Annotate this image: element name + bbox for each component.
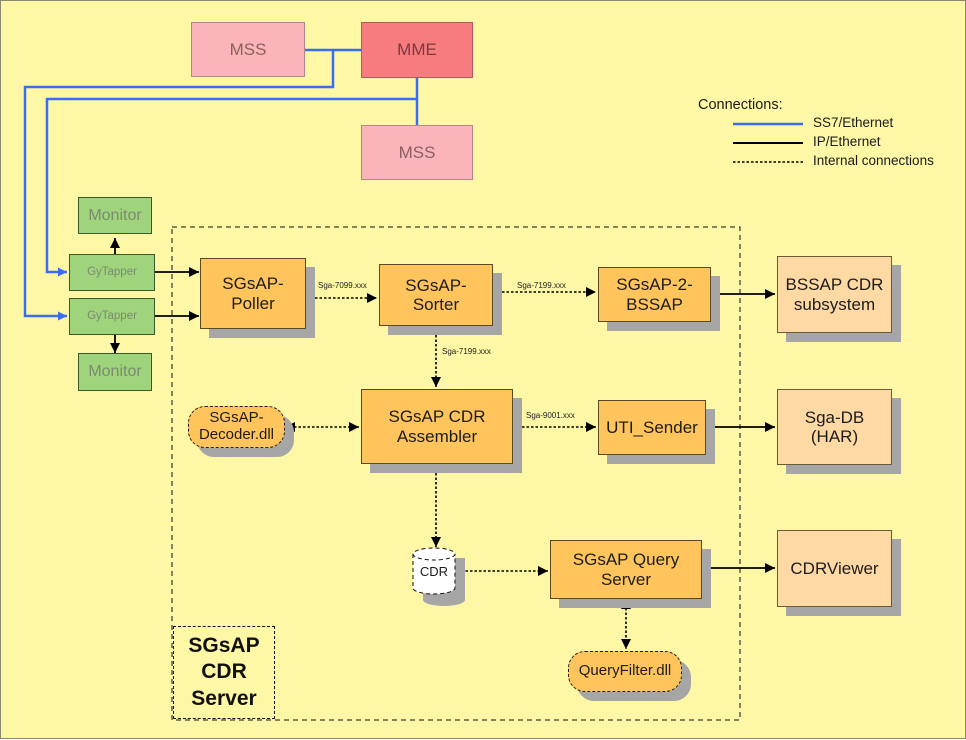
edge-label-poller-sorter: Sga-7099.xxx [318, 281, 367, 290]
edge-label-assembler-uti: Sga-9001.xxx [526, 411, 575, 420]
legend-label-internal: Internal connections [813, 153, 934, 168]
cdr-viewer-node: CDRViewer [777, 530, 892, 607]
sgsap-poller-node: SGsAP- Poller [200, 258, 306, 329]
bssap-cdr-subsystem-node: BSSAP CDR subsystem [777, 256, 892, 333]
monitor-node-top: Monitor [78, 197, 152, 234]
sgsap-2-bssap-node: SGsAP-2- BSSAP [598, 267, 711, 322]
mss-node-right: MSS [361, 125, 473, 180]
gytapper-node-bottom: GyTapper [69, 298, 155, 335]
mss-node-top: MSS [191, 22, 305, 77]
edge-label-sorter-bssap: Sga-7199.xxx [517, 281, 566, 290]
cdr-store-cylinder [412, 547, 465, 606]
edge-label-sorter-assembler: Sga-7199.xxx [442, 347, 491, 356]
sgsap-sorter-node: SGsAP- Sorter [379, 264, 493, 326]
query-filter-dll-node: QueryFilter.dll [568, 651, 682, 692]
monitor-node-bottom: Monitor [78, 353, 152, 391]
server-title-label: SGsAP CDR Server [173, 626, 275, 719]
sgsap-decoder-dll-node: SGsAP- Decoder.dll [188, 406, 285, 448]
legend-title: Connections: [698, 97, 783, 113]
cdr-assembler-node: SGsAP CDR Assembler [361, 389, 513, 464]
sga-db-node: Sga-DB (HAR) [777, 389, 892, 465]
cdr-store-label: CDR [419, 563, 449, 579]
legend-label-ip: IP/Ethernet [813, 134, 881, 149]
ss7-link-core-to-gytapper-top [45, 97, 417, 277]
legend-label-ss7: SS7/Ethernet [813, 115, 894, 130]
ss7-link-mss-to-gytapper-bottom [23, 50, 335, 321]
server-boundary [171, 226, 741, 721]
mme-node: MME [361, 22, 473, 78]
gytapper-node-top: GyTapper [69, 254, 155, 291]
query-server-node: SGsAP Query Server [550, 540, 702, 599]
uti-sender-node: UTI_Sender [598, 400, 706, 455]
